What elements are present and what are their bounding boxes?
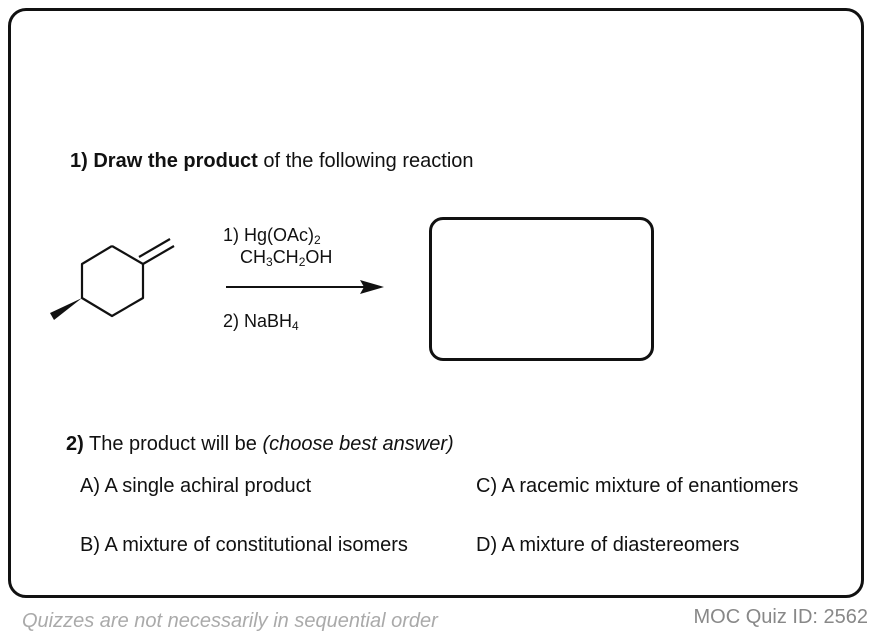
- question-2-text: The product will be: [89, 433, 257, 455]
- reagent-step-1-subscript: 2: [314, 233, 321, 247]
- reagent-step-1: 1) Hg(OAc)2: [223, 225, 321, 247]
- product-answer-box[interactable]: [429, 217, 654, 361]
- choice-b[interactable]: B) A mixture of constitutional isomers: [80, 534, 408, 556]
- reagent-step-2-text: 2) NaBH: [223, 311, 293, 331]
- solvent-subscript-1: 3: [266, 255, 273, 269]
- footer-note: Quizzes are not necessarily in sequentia…: [22, 610, 438, 632]
- exocyclic-double-bond-2: [138, 238, 171, 258]
- reaction-arrow-head: [360, 280, 384, 294]
- choice-c[interactable]: C) A racemic mixture of enantiomers: [476, 475, 799, 497]
- choice-a[interactable]: A) A single achiral product: [80, 475, 312, 497]
- question-1-bold-text: Draw the product: [93, 150, 258, 172]
- question-1-rest-text: of the following reaction: [263, 150, 474, 172]
- reagent-step-2: 2) NaBH4: [223, 311, 299, 333]
- choice-d[interactable]: D) A mixture of diastereomers: [476, 534, 740, 556]
- reagent-solvent: CH3CH2OH: [240, 247, 333, 269]
- wedge-methyl-bond: [50, 298, 82, 320]
- question-1-heading: 1) Draw the product of the following rea…: [70, 150, 474, 173]
- exocyclic-double-bond-1: [142, 245, 175, 265]
- reagent-step-2-subscript: 4: [292, 319, 299, 333]
- quiz-id: MOC Quiz ID: 2562: [693, 606, 868, 628]
- question-2-instruction: (choose best answer): [262, 433, 454, 455]
- solvent-part-a: CH: [240, 247, 266, 267]
- question-2-number: 2): [66, 433, 84, 455]
- reagent-step-1-text: 1) Hg(OAc): [223, 225, 315, 245]
- solvent-part-c: OH: [305, 247, 333, 267]
- solvent-subscript-2: 2: [298, 255, 306, 269]
- solvent-part-b: CH: [272, 247, 299, 267]
- question-1-number: 1): [70, 150, 88, 172]
- cyclohexane-ring: [80, 245, 145, 318]
- question-2-heading: 2) The product will be (choose best answ…: [66, 433, 454, 456]
